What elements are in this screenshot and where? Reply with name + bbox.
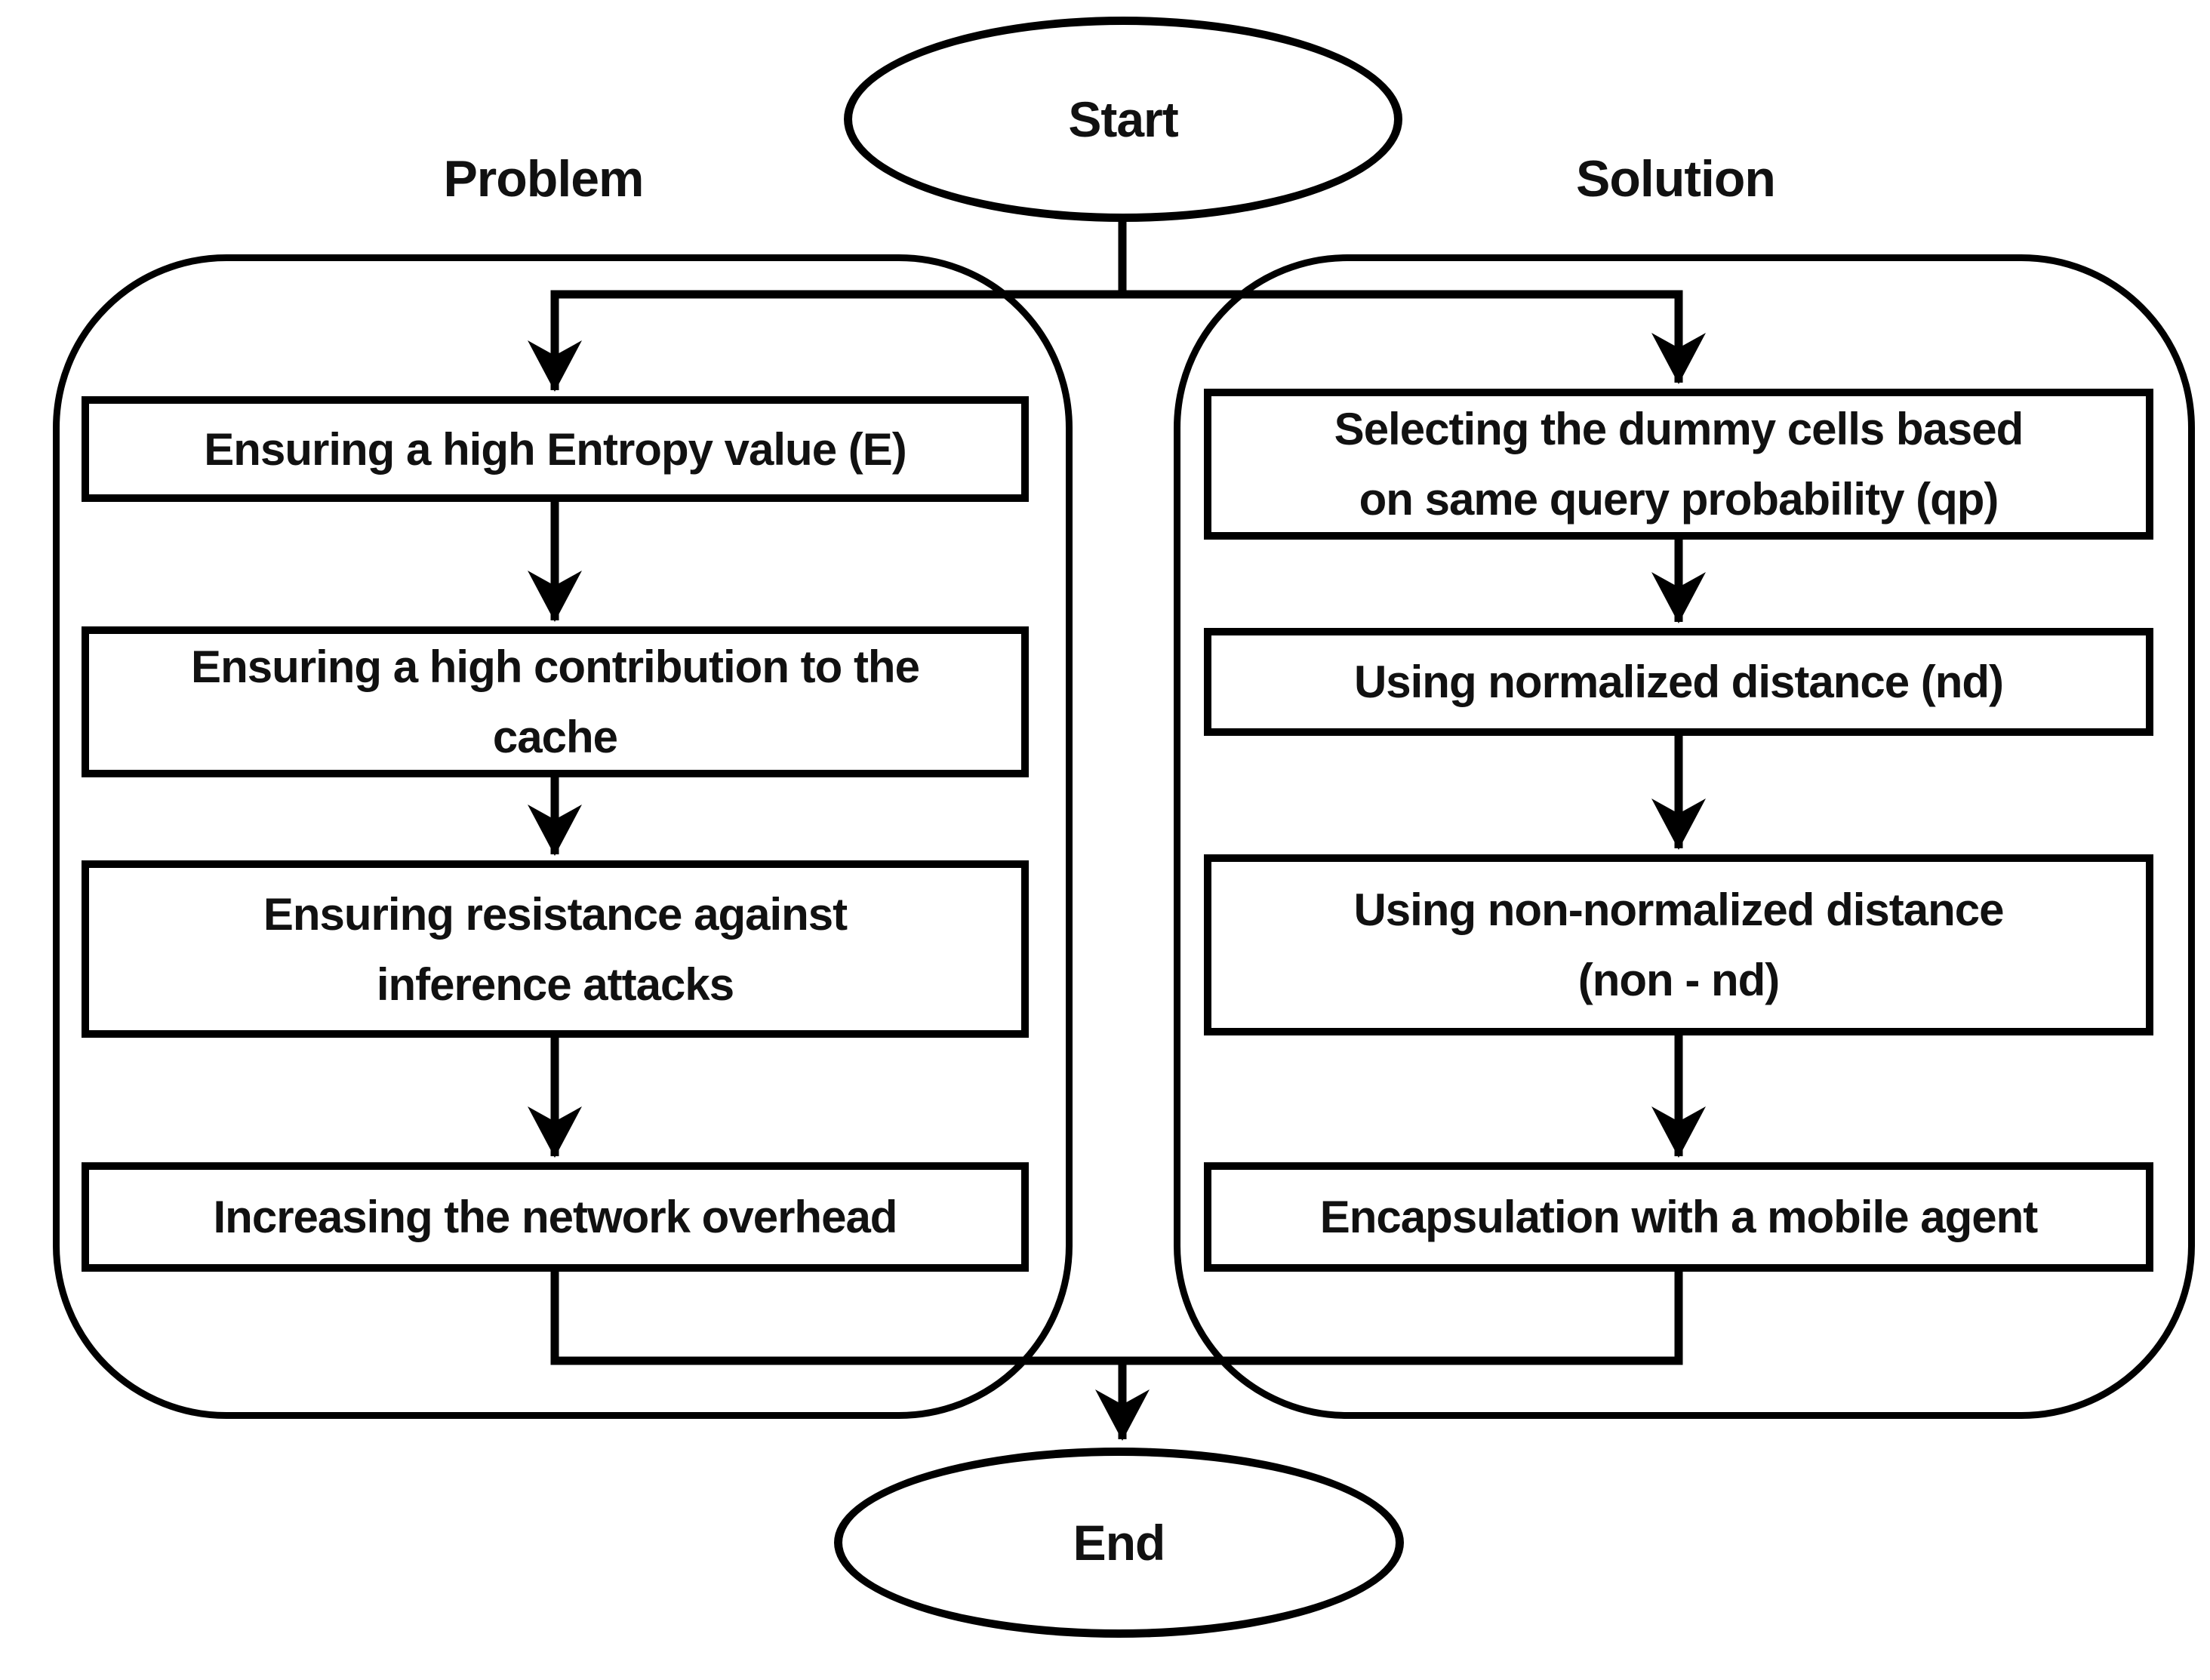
end-label: End (1073, 1515, 1166, 1571)
solution-step-3-label: Using non-normalized distance (non - nd) (1353, 885, 2004, 1005)
solution-step-2: Using normalized distance (nd) (1204, 628, 2153, 736)
problem-step-4: Increasing the network overhead (82, 1162, 1029, 1272)
problem-step-3-label: Ensuring resistance against inference at… (263, 888, 848, 1010)
start-label: Start (1068, 91, 1178, 147)
solution-step-4-label: Encapsulation with a mobile agent (1319, 1192, 2038, 1242)
solution-group-container (1174, 254, 2195, 1419)
problem-step-1-label: Ensuring a high Entropy value (E) (204, 423, 906, 475)
solution-step-1: Selecting the dummy cells based on same … (1204, 389, 2153, 540)
problem-step-3: Ensuring resistance against inference at… (82, 860, 1029, 1038)
problem-step-2-label: Ensuring a high contribution to the cach… (191, 642, 920, 762)
solution-step-1-label: Selecting the dummy cells based on same … (1334, 404, 2024, 525)
problem-step-2: Ensuring a high contribution to the cach… (82, 626, 1029, 777)
end-node: End (834, 1448, 1404, 1638)
problem-group-container (53, 254, 1073, 1419)
solution-heading: Solution (1576, 150, 1776, 208)
solution-step-2-label: Using normalized distance (nd) (1353, 657, 2004, 707)
start-node: Start (844, 17, 1402, 222)
solution-step-3: Using non-normalized distance (non - nd) (1204, 854, 2153, 1035)
problem-step-4-label: Increasing the network overhead (213, 1192, 898, 1242)
problem-step-1: Ensuring a high Entropy value (E) (82, 396, 1029, 502)
problem-heading: Problem (443, 150, 644, 208)
solution-step-4: Encapsulation with a mobile agent (1204, 1162, 2153, 1272)
